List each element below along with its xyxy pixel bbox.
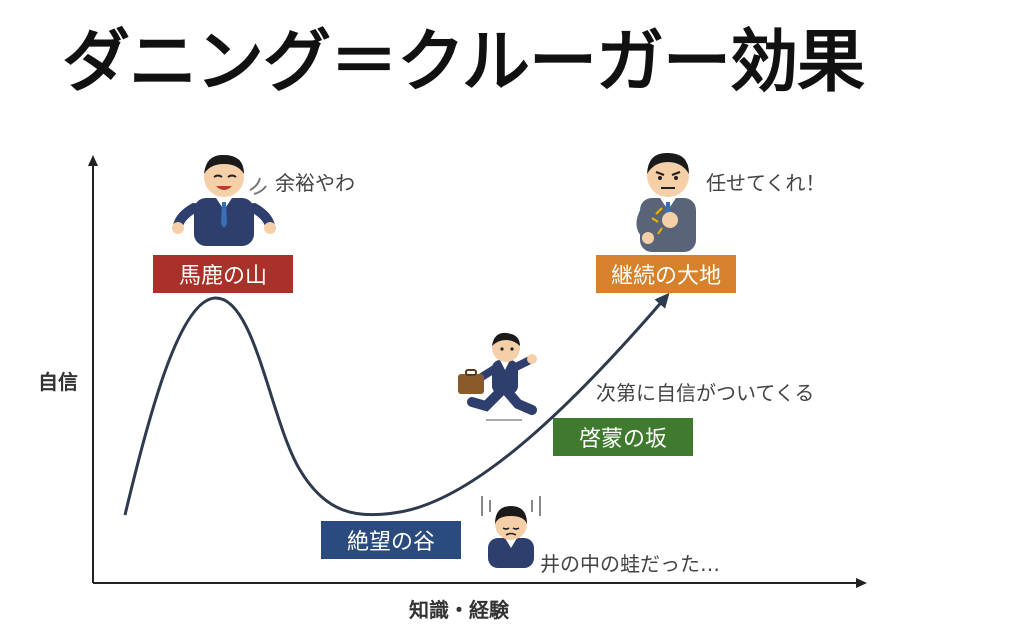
dejected-businessman-icon bbox=[481, 496, 541, 568]
running-businessman-icon bbox=[458, 332, 537, 421]
stage-label-valley: 絶望の谷 bbox=[321, 521, 461, 559]
comment-slope: 次第に自信がついてくる bbox=[596, 381, 815, 405]
page-title: ダニング＝クルーガー効果 bbox=[62, 23, 865, 102]
confident-businessman-icon bbox=[636, 152, 696, 252]
y-axis-label: 自信 bbox=[38, 370, 78, 394]
stage-label-peak: 馬鹿の山 bbox=[153, 255, 293, 293]
comment-valley: 井の中の蛙だった… bbox=[540, 552, 720, 576]
stage-label-slope: 啓蒙の坂 bbox=[553, 418, 693, 456]
comment-peak: 余裕やわ bbox=[275, 171, 355, 195]
smug-businessman-icon bbox=[172, 154, 276, 246]
confidence-curve bbox=[123, 292, 670, 517]
x-axis-label: 知識・経験 bbox=[409, 598, 509, 622]
stage-label-plateau: 継続の大地 bbox=[596, 255, 736, 293]
comment-plateau: 任せてくれ！ bbox=[706, 171, 826, 195]
